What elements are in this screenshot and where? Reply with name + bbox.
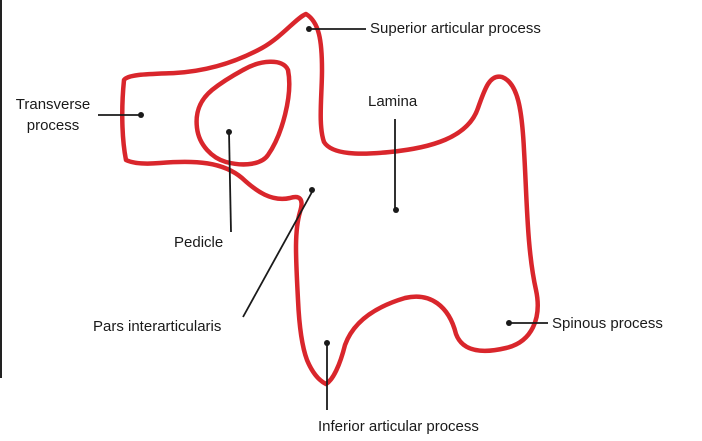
label-transverse-line2: process — [10, 117, 96, 135]
label-transverse-line1: Transverse — [10, 96, 96, 114]
leader-pedicle — [229, 132, 231, 232]
label-inferior-articular-process: Inferior articular process — [318, 418, 479, 436]
dot-inferior-articular — [324, 340, 330, 346]
label-lamina: Lamina — [368, 93, 417, 111]
dot-lamina — [393, 207, 399, 213]
anchor-dots — [138, 26, 512, 346]
leader-pars-interarticularis — [243, 192, 312, 317]
label-pedicle: Pedicle — [174, 234, 223, 252]
dot-pars-interarticularis — [309, 187, 315, 193]
dot-pedicle — [226, 129, 232, 135]
dot-spinous-process — [506, 320, 512, 326]
label-spinous-process: Spinous process — [552, 315, 663, 333]
dot-transverse-process — [138, 112, 144, 118]
label-pars-interarticularis: Pars interarticularis — [93, 318, 221, 336]
label-superior-articular-process: Superior articular process — [370, 20, 541, 38]
dot-superior-articular — [306, 26, 312, 32]
label-transverse-process: Transverse process — [10, 96, 96, 135]
pedicle-outline — [197, 62, 290, 165]
